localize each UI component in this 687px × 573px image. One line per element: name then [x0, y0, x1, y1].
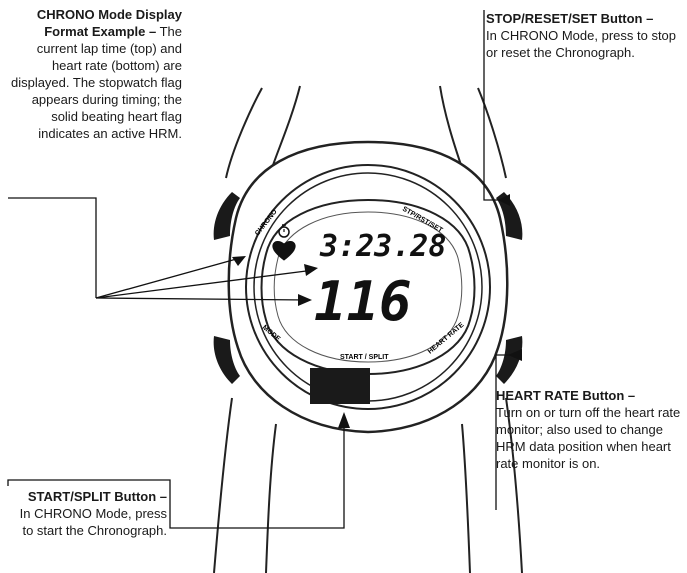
heart-rate-callout: HEART RATE Button – Turn on or turn off …: [496, 387, 682, 472]
watch-bezel-outer: [245, 164, 491, 410]
chrono-callout-title: CHRONO Mode Display Format Example –: [36, 7, 182, 39]
arrowhead: [298, 294, 312, 306]
start-callout-title: START/SPLIT Button –: [27, 489, 167, 504]
heart-callout-title: HEART RATE Button –: [496, 388, 636, 403]
chrono-mode-callout: CHRONO Mode Display Format Example – The…: [6, 6, 182, 142]
stopwatch-icon: [278, 224, 290, 238]
lcd-inner-frame: [273, 211, 463, 363]
watch-band-top: [225, 85, 507, 179]
heart-callout-body: Turn on or turn off the heart rate monit…: [496, 405, 681, 471]
side-button-bottom-left[interactable]: [213, 336, 240, 384]
watch-band-bottom: [213, 397, 523, 573]
chrono-callout-body: The current lap time (top) and heart rat…: [10, 24, 182, 141]
side-button-top-left[interactable]: [213, 192, 240, 240]
bezel-label-start-split: START / SPLIT: [340, 354, 389, 361]
lcd-lap-time: 3:23.28: [319, 229, 446, 264]
side-button-bottom-right[interactable]: [496, 336, 523, 384]
arrowhead: [338, 412, 350, 428]
start-callout-leader: [7, 426, 345, 529]
side-button-top-right[interactable]: [496, 192, 523, 240]
stop-callout-body: In CHRONO Mode, press to stop or reset t…: [486, 28, 677, 60]
arrowhead: [304, 264, 318, 276]
start-split-button[interactable]: [310, 368, 370, 404]
lcd-heart-rate: 116: [314, 270, 412, 333]
arrowhead: [508, 349, 522, 361]
heart-icon: [272, 241, 296, 261]
stop-callout-leader: [483, 10, 500, 201]
start-split-callout: START/SPLIT Button – In CHRONO Mode, pre…: [10, 488, 167, 539]
chrono-callout-leader: [8, 197, 315, 301]
arrowhead: [232, 256, 246, 266]
start-callout-body: In CHRONO Mode, press to start the Chron…: [19, 506, 167, 538]
arrowhead: [498, 194, 510, 206]
stop-reset-set-callout: STOP/RESET/SET Button – In CHRONO Mode, …: [486, 10, 682, 61]
stop-callout-title: STOP/RESET/SET Button –: [486, 11, 654, 26]
